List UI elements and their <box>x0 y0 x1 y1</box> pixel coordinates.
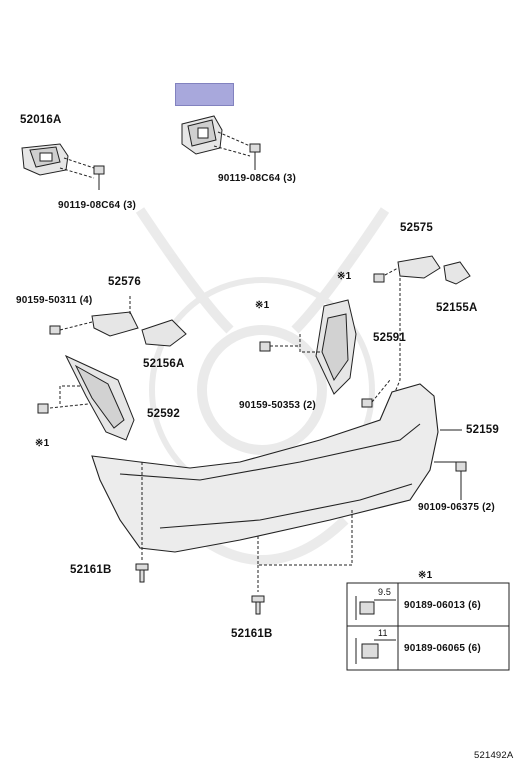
bolt-90109-drawing <box>455 461 467 500</box>
bracket-52016A-drawing <box>21 143 69 176</box>
clip-52161B-a-drawing <box>135 563 149 583</box>
part-label-52016A[interactable]: 52016A <box>20 114 62 126</box>
leader-52159 <box>434 429 462 463</box>
part-label-52155A[interactable]: 52155A <box>436 302 478 314</box>
leader-52161B <box>141 462 353 592</box>
part-label-52576[interactable]: 52576 <box>108 276 141 288</box>
callout-mark: ※1 <box>337 271 352 282</box>
part-label-90159-50353[interactable]: 90159-50353 (2) <box>239 400 316 411</box>
clip-52575-drawing <box>373 273 385 283</box>
reference-part-number-2[interactable]: 90189-06065 (6) <box>404 643 481 654</box>
reference-part-number-1[interactable]: 90189-06013 (6) <box>404 600 481 611</box>
part-label-90109-06375[interactable]: 90109-06375 (2) <box>418 502 495 513</box>
leader-52591 <box>270 334 391 403</box>
reference-table-header: ※1 <box>418 570 433 581</box>
clip-detail-1-drawing <box>355 596 396 620</box>
highlighted-part-box[interactable] <box>175 83 234 106</box>
bracket-52591-drawing <box>315 299 357 395</box>
leader-52592 <box>49 385 89 409</box>
reference-dimension-1: 9.5 <box>378 587 392 597</box>
leader-52016 <box>213 131 251 157</box>
part-label-52591[interactable]: 52591 <box>373 332 406 344</box>
part-label-52159[interactable]: 52159 <box>466 424 499 436</box>
diagram-code: 521492A <box>474 750 514 761</box>
leader-52016A <box>59 157 95 179</box>
part-label-52156A[interactable]: 52156A <box>143 358 185 370</box>
bracket-52592-drawing <box>64 354 135 441</box>
leader-52576 <box>59 296 131 331</box>
part-label-90119-b[interactable]: 90119-08C64 (3) <box>218 173 297 184</box>
bolt-90119-a-drawing <box>93 165 105 190</box>
part-label-52575[interactable]: 52575 <box>400 222 433 234</box>
part-label-90159-50311[interactable]: 90159-50311 (4) <box>16 295 93 306</box>
bracket-52576-drawing <box>91 311 187 347</box>
clip-52592-drawing <box>37 403 49 414</box>
reference-dimension-2: 11 <box>378 628 388 638</box>
screw-90159-50311-drawing <box>49 325 61 335</box>
bracket-52016-drawing <box>181 115 223 155</box>
part-label-90119-a[interactable]: 90119-08C64 (3) <box>58 200 137 211</box>
part-label-52161B-a[interactable]: 52161B <box>70 564 112 576</box>
leader-52575 <box>384 267 401 393</box>
callout-mark: ※1 <box>255 300 270 311</box>
clip-52591-drawing <box>259 341 373 408</box>
bolt-90119-b-drawing <box>249 143 261 170</box>
clip-detail-2-drawing <box>355 638 396 664</box>
part-label-52592[interactable]: 52592 <box>147 408 180 420</box>
part-label-52161B-b[interactable]: 52161B <box>231 628 273 640</box>
bracket-52575-drawing <box>397 255 471 285</box>
clip-52161B-b-drawing <box>251 595 265 615</box>
callout-mark: ※1 <box>35 438 50 449</box>
reference-table-frame <box>346 582 510 671</box>
